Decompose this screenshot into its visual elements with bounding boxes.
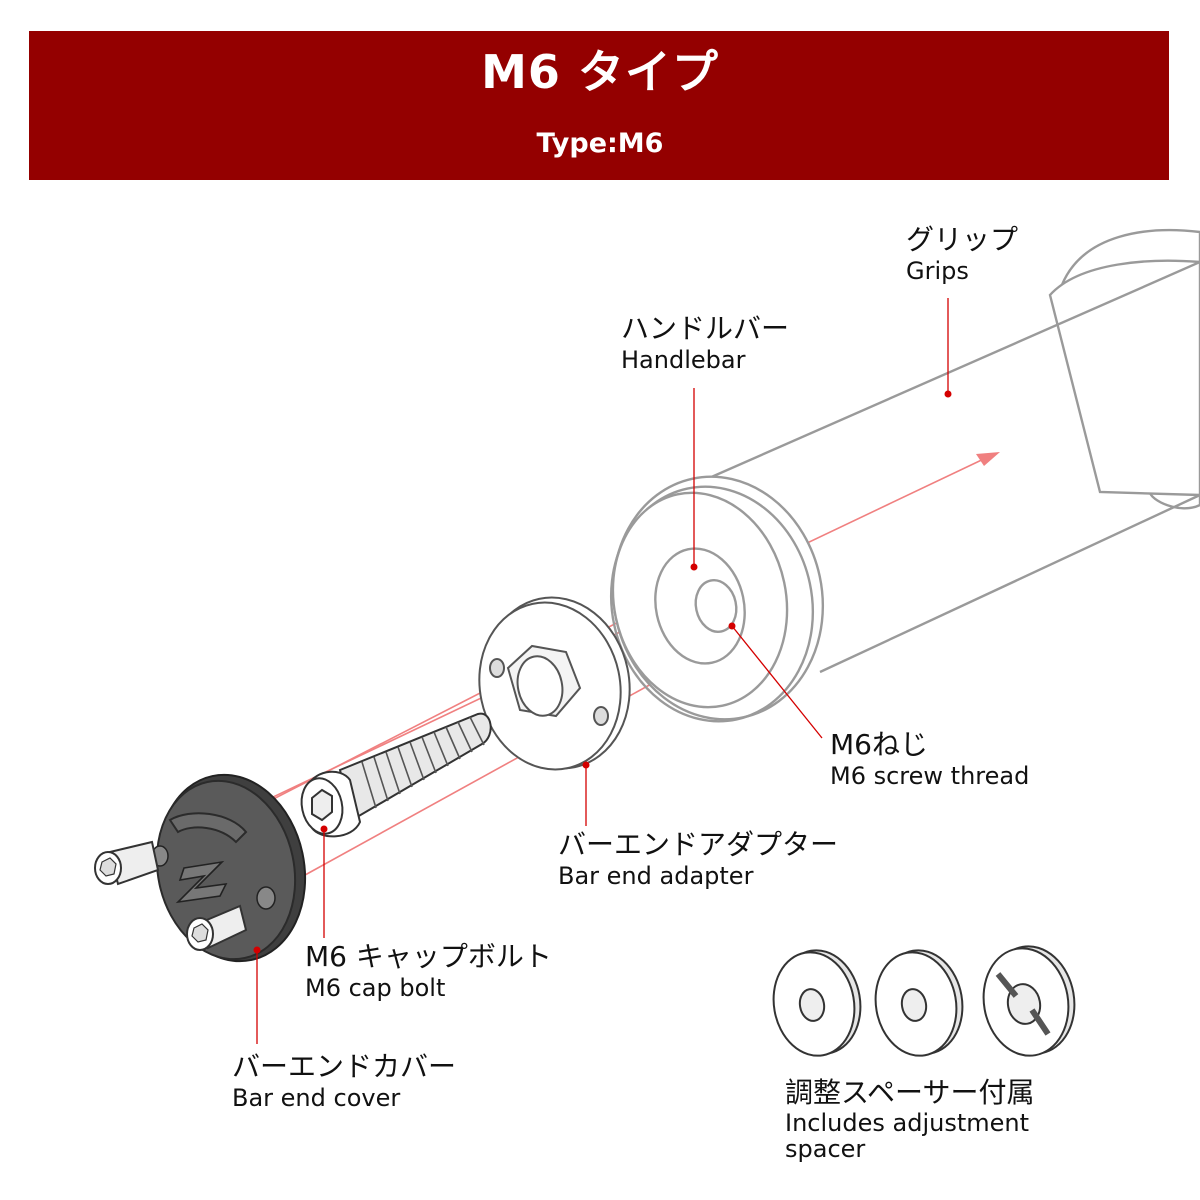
label-cover-ja: バーエンドカバー — [232, 1050, 457, 1083]
page-subtitle: Type:M6 — [536, 128, 664, 159]
page-title: M6 タイプ — [481, 45, 719, 99]
label-handlebar-en: Handlebar — [621, 346, 746, 374]
label-screw-thread-en: M6 screw thread — [830, 762, 1030, 790]
label-adapter: バーエンドアダプター Bar end adapter — [558, 828, 838, 890]
label-spacer: 調整スペーサー付属 Includes adjustment spacer — [785, 1076, 1034, 1162]
grip-drawing — [609, 228, 1200, 723]
label-adapter-ja: バーエンドアダプター — [558, 828, 839, 861]
label-screw-thread-ja: M6ねじ — [830, 728, 928, 761]
z-logo-icon — [175, 860, 228, 904]
bar-end-cover-drawing — [151, 773, 307, 963]
adapter-drawing — [478, 596, 631, 771]
spacer-drawings — [772, 945, 1076, 1057]
label-grips: グリップ Grips — [906, 223, 1018, 285]
label-cap-bolt: M6 キャップボルト M6 cap bolt — [305, 940, 552, 1002]
label-spacer-en-line1: Includes adjustment — [785, 1109, 1029, 1137]
label-adapter-en: Bar end adapter — [558, 862, 754, 890]
label-handlebar: ハンドルバー Handlebar — [621, 312, 789, 374]
label-handlebar-ja: ハンドルバー — [621, 312, 790, 345]
label-screw-thread: M6ねじ M6 screw thread — [830, 728, 1029, 790]
label-spacer-ja: 調整スペーサー付属 — [785, 1076, 1035, 1109]
label-grips-en: Grips — [906, 257, 969, 285]
label-spacer-en-line2: spacer — [785, 1135, 866, 1163]
axis-arrowhead-icon — [976, 452, 1000, 466]
leader-lines — [253, 298, 952, 1044]
label-cap-bolt-en: M6 cap bolt — [305, 974, 446, 1002]
cap-bolt-drawing — [300, 712, 492, 838]
label-cap-bolt-ja: M6 キャップボルト — [305, 940, 552, 973]
header-banner — [29, 31, 1169, 180]
small-screws-drawing — [94, 840, 248, 951]
label-cover: バーエンドカバー Bar end cover — [232, 1050, 456, 1112]
label-cover-en: Bar end cover — [232, 1084, 401, 1112]
label-grips-ja: グリップ — [906, 223, 1019, 256]
